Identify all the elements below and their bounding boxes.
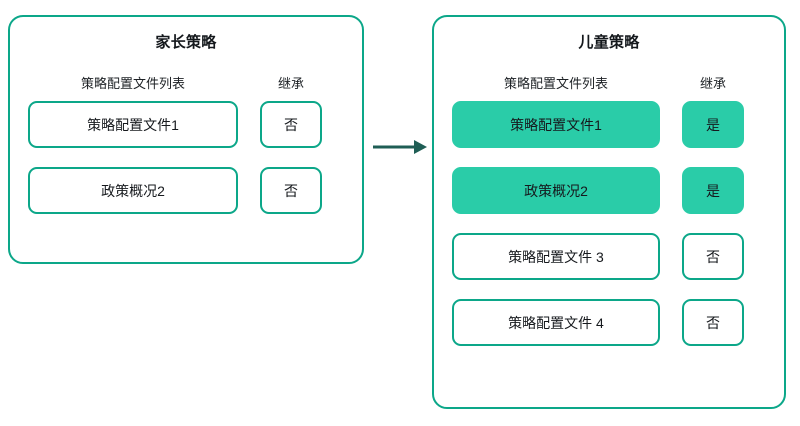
inheritance-cell: 是 (660, 167, 766, 214)
inheritance-cell: 否 (238, 167, 344, 214)
inheritance-cell: 是 (660, 101, 766, 148)
inheritance-cell: 否 (660, 299, 766, 346)
column-header-inheritance: 继承 (699, 76, 726, 91)
inheritance-badge[interactable]: 是 (682, 167, 744, 214)
policy-row: 策略配置文件1 否 (28, 101, 344, 148)
parent-policy-panel: 家长策略 策略配置文件列表 继承 策略配置文件1 否政策概况2 否 (8, 15, 364, 264)
inheritance-cell: 否 (660, 233, 766, 280)
parent-policy-rows: 策略配置文件1 否政策概况2 否 (10, 101, 362, 214)
policy-profile-box[interactable]: 策略配置文件1 (28, 101, 238, 148)
policy-profile-box[interactable]: 策略配置文件1 (452, 101, 660, 148)
policy-row: 政策概况2 是 (452, 167, 766, 214)
inheritance-cell: 否 (238, 101, 344, 148)
column-header-inheritance: 继承 (277, 76, 304, 91)
column-header-profile-list: 策略配置文件列表 (503, 76, 608, 91)
policy-profile-box[interactable]: 策略配置文件 3 (452, 233, 660, 280)
parent-policy-title: 家长策略 (155, 34, 217, 51)
policy-profile-box[interactable]: 策略配置文件 4 (452, 299, 660, 346)
inheritance-badge[interactable]: 否 (682, 233, 744, 280)
flow-arrow-icon (373, 140, 427, 154)
inheritance-badge[interactable]: 否 (682, 299, 744, 346)
child-policy-title: 儿童策略 (578, 34, 640, 51)
policy-row: 政策概况2 否 (28, 167, 344, 214)
inheritance-badge[interactable]: 是 (682, 101, 744, 148)
inheritance-badge[interactable]: 否 (260, 101, 322, 148)
column-header-profile-list: 策略配置文件列表 (80, 76, 185, 91)
policy-profile-box[interactable]: 政策概况2 (452, 167, 660, 214)
policy-row: 策略配置文件1 是 (452, 101, 766, 148)
policy-row: 策略配置文件 4 否 (452, 299, 766, 346)
inheritance-badge[interactable]: 否 (260, 167, 322, 214)
policy-profile-box[interactable]: 政策概况2 (28, 167, 238, 214)
child-column-headers: 策略配置文件列表 继承 (434, 73, 784, 92)
policy-row: 策略配置文件 3 否 (452, 233, 766, 280)
parent-column-headers: 策略配置文件列表 继承 (10, 73, 362, 92)
